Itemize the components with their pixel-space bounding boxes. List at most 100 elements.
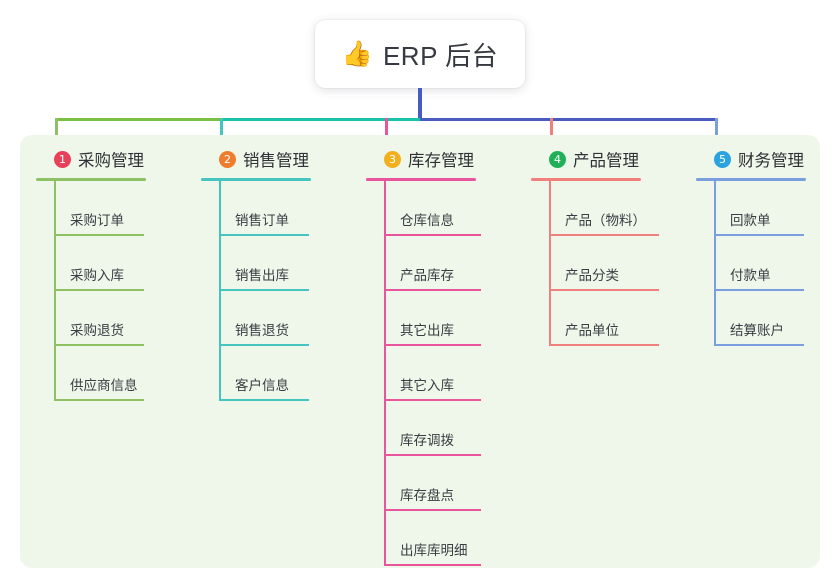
leaf-underline xyxy=(56,289,144,291)
leaf-node[interactable]: 其它出库 xyxy=(368,291,481,346)
leaf-node[interactable]: 库存调拨 xyxy=(368,401,481,456)
branches-panel xyxy=(20,135,820,568)
leaf-node[interactable]: 出库库明细 xyxy=(368,511,481,566)
leaf-label: 回款单 xyxy=(730,213,771,228)
branch-title: 库存管理 xyxy=(408,152,474,170)
leaf-label: 销售出库 xyxy=(235,268,289,283)
leaf-underline xyxy=(386,289,481,291)
leaf-underline xyxy=(551,234,659,236)
branch-underline xyxy=(36,178,146,181)
leaf-label: 结算账户 xyxy=(730,323,784,338)
branch-number-badge: 3 xyxy=(384,150,401,168)
leaf-node[interactable]: 仓库信息 xyxy=(368,181,481,236)
leaf-underline xyxy=(551,344,659,346)
leaf-node[interactable]: 客户信息 xyxy=(203,346,311,401)
branch-header[interactable]: 5 财务管理 xyxy=(696,146,806,172)
leaf-underline xyxy=(56,234,144,236)
leaf-label: 销售订单 xyxy=(235,213,289,228)
branch-drop-line xyxy=(55,118,58,146)
leaf-label: 客户信息 xyxy=(235,378,289,393)
leaf-label: 产品分类 xyxy=(565,268,619,283)
branch-column[interactable]: 1 采购管理采购订单采购入库采购退货供应商信息 xyxy=(36,146,146,401)
branch-number-badge: 4 xyxy=(549,150,566,168)
branch-column[interactable]: 3 库存管理仓库信息产品库存其它出库其它入库库存调拨库存盘点出库库明细 xyxy=(366,146,481,566)
leaf-node[interactable]: 产品单位 xyxy=(533,291,659,346)
leaf-underline xyxy=(386,234,481,236)
leaf-underline xyxy=(551,289,659,291)
branch-column[interactable]: 4 产品管理产品（物料） 产品分类产品单位 xyxy=(531,146,659,346)
branch-drop-line xyxy=(385,118,388,146)
branch-title: 产品管理 xyxy=(573,152,639,170)
branch-drop-line xyxy=(715,118,718,146)
leaf-underline xyxy=(221,344,309,346)
leaf-node[interactable]: 库存盘点 xyxy=(368,456,481,511)
branch-spine xyxy=(384,181,386,566)
thumbs-up-icon: 👍 xyxy=(341,39,373,68)
branch-drop-line xyxy=(220,118,223,146)
branch-underline xyxy=(201,178,311,181)
branch-column[interactable]: 5 财务管理回款单付款单结算账户 xyxy=(696,146,806,346)
leaf-underline xyxy=(221,234,309,236)
leaf-node[interactable]: 付款单 xyxy=(698,236,806,291)
bus-segment-left xyxy=(55,118,220,121)
leaf-list: 销售订单销售出库销售退货客户信息 xyxy=(201,181,311,401)
leaf-node[interactable]: 销售退货 xyxy=(203,291,311,346)
branch-number-badge: 5 xyxy=(714,150,731,168)
branch-spine xyxy=(549,181,551,346)
branch-spine xyxy=(219,181,221,401)
branch-drop-line xyxy=(550,118,553,146)
branch-number-badge: 2 xyxy=(219,150,236,168)
leaf-label: 供应商信息 xyxy=(70,378,138,393)
leaf-label: 销售退货 xyxy=(235,323,289,338)
leaf-label: 采购订单 xyxy=(70,213,124,228)
branch-spine xyxy=(714,181,716,346)
leaf-underline xyxy=(386,454,481,456)
leaf-label: 付款单 xyxy=(730,268,771,283)
leaf-label: 产品库存 xyxy=(400,268,454,283)
leaf-underline xyxy=(386,344,481,346)
branch-title: 采购管理 xyxy=(78,152,144,170)
leaf-node[interactable]: 结算账户 xyxy=(698,291,806,346)
branch-header[interactable]: 3 库存管理 xyxy=(366,146,476,172)
leaf-underline xyxy=(716,234,804,236)
bus-segment-mid xyxy=(220,118,420,121)
leaf-underline xyxy=(56,344,144,346)
branch-underline xyxy=(696,178,806,181)
leaf-node[interactable]: 销售出库 xyxy=(203,236,311,291)
branch-spine xyxy=(54,181,56,401)
leaf-node[interactable]: 产品分类 xyxy=(533,236,659,291)
leaf-underline xyxy=(386,564,481,566)
leaf-node[interactable]: 采购退货 xyxy=(38,291,146,346)
bus-segment-right xyxy=(420,118,718,121)
leaf-list: 仓库信息产品库存其它出库其它入库库存调拨库存盘点出库库明细 xyxy=(366,181,481,566)
leaf-node[interactable]: 供应商信息 xyxy=(38,346,146,401)
leaf-underline xyxy=(716,344,804,346)
leaf-node[interactable]: 产品库存 xyxy=(368,236,481,291)
leaf-label: 其它入库 xyxy=(400,378,454,393)
leaf-node[interactable]: 采购订单 xyxy=(38,181,146,236)
leaf-node[interactable]: 销售订单 xyxy=(203,181,311,236)
leaf-label: 库存盘点 xyxy=(400,488,454,503)
leaf-node[interactable]: 产品（物料） xyxy=(533,181,659,236)
leaf-node[interactable]: 回款单 xyxy=(698,181,806,236)
branch-title: 财务管理 xyxy=(738,152,804,170)
leaf-underline xyxy=(386,399,481,401)
root-node[interactable]: 👍 ERP 后台 xyxy=(315,20,525,88)
leaf-label: 产品单位 xyxy=(565,323,619,338)
leaf-node[interactable]: 其它入库 xyxy=(368,346,481,401)
leaf-label: 采购退货 xyxy=(70,323,124,338)
leaf-node[interactable]: 采购入库 xyxy=(38,236,146,291)
leaf-list: 产品（物料） 产品分类产品单位 xyxy=(531,181,659,346)
leaf-underline xyxy=(221,399,309,401)
branch-underline xyxy=(366,178,476,181)
leaf-label: 仓库信息 xyxy=(400,213,454,228)
leaf-label: 其它出库 xyxy=(400,323,454,338)
branch-number-badge: 1 xyxy=(54,150,71,168)
branch-header[interactable]: 4 产品管理 xyxy=(531,146,646,172)
branch-header[interactable]: 1 采购管理 xyxy=(36,146,146,172)
root-stem-line xyxy=(418,88,422,121)
leaf-label: 产品（物料） xyxy=(565,213,646,228)
